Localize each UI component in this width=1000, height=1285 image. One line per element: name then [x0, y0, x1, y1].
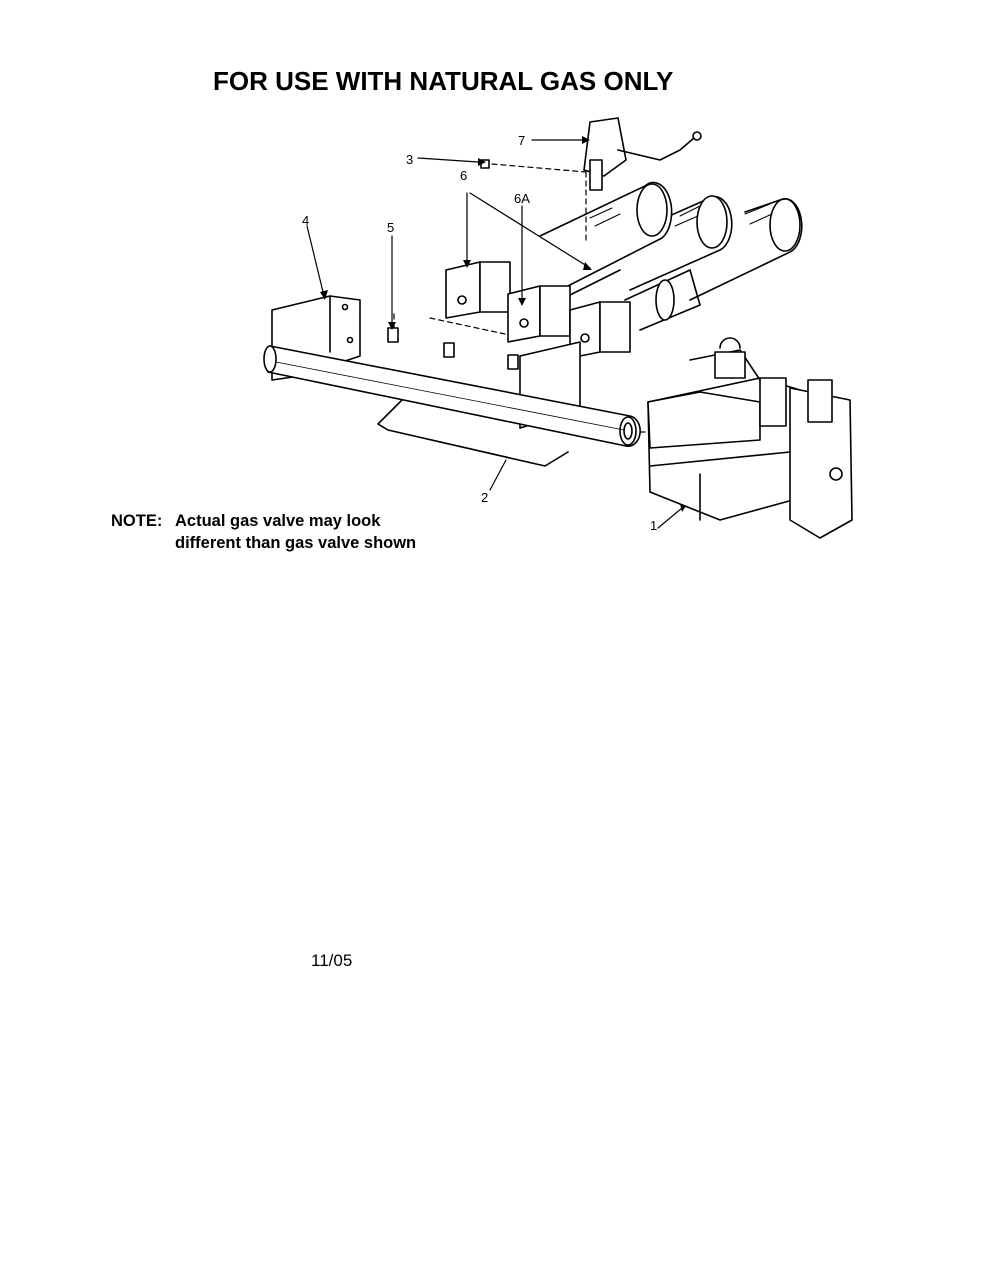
callout-6a: 6A	[514, 191, 530, 206]
burner-saddles	[445, 261, 631, 359]
callout-5: 5	[387, 220, 394, 235]
callout-4: 4	[302, 213, 309, 228]
callout-1: 1	[650, 518, 657, 533]
page-title: FOR USE WITH NATURAL GAS ONLY	[213, 66, 674, 96]
callout-6: 6	[460, 168, 467, 183]
gas-valve	[647, 337, 853, 539]
burner-tubes	[539, 181, 803, 331]
callout-3: 3	[406, 152, 413, 167]
orifices	[387, 327, 519, 370]
note-line-1: Actual gas valve may look	[175, 512, 381, 530]
manifold-pipe	[263, 345, 641, 447]
pilot-assembly	[583, 117, 702, 191]
note-line-2: different than gas valve shown	[175, 534, 417, 552]
note-label: NOTE:	[111, 512, 163, 530]
leader-lines	[306, 139, 683, 529]
assembly-lines	[393, 163, 649, 433]
pilot-tube	[377, 399, 569, 467]
callout-7: 7	[518, 133, 525, 148]
revision-date: 11/05	[311, 951, 353, 970]
note-block: NOTE: Actual gas valve may look different…	[111, 510, 416, 554]
callout-2: 2	[481, 490, 488, 505]
burner-assembly-diagram: 1 2 3 4 5 6 6A 7	[263, 117, 853, 539]
